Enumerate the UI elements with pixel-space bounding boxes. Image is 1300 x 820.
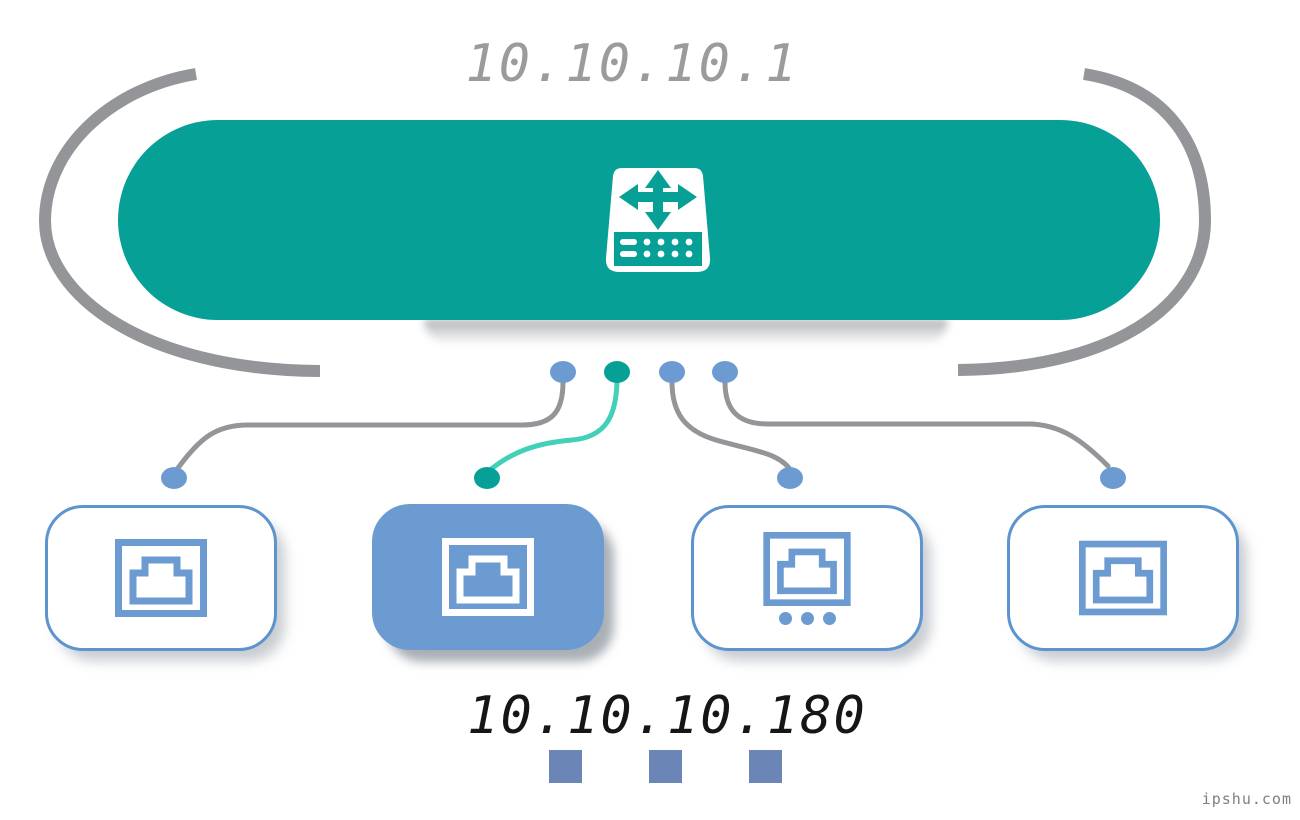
connector-curve-1 xyxy=(175,379,566,471)
decoration-square-2 xyxy=(649,750,682,783)
switch-arrows-icon xyxy=(619,170,697,230)
ethernet-port-icon xyxy=(115,539,207,617)
left-bracket-arc xyxy=(38,68,321,377)
connector-curve-3 xyxy=(669,379,792,471)
device-link-dot-4 xyxy=(1100,467,1126,489)
device-ip-label: 10.10.10.180 xyxy=(467,686,867,746)
network-switch-icon xyxy=(605,168,711,272)
device-link-dot-2-active xyxy=(474,467,500,489)
device-link-dot-1 xyxy=(161,467,187,489)
ethernet-port-icon xyxy=(763,531,851,606)
connector-curve-4 xyxy=(722,379,1111,469)
router-port-dot-2-active xyxy=(604,361,630,383)
router-pill-shadow xyxy=(424,319,948,345)
router-port-dot-1 xyxy=(550,361,576,383)
connector-curve-2-active xyxy=(487,379,620,473)
switch-port-panel xyxy=(614,232,702,266)
device-link-dot-3 xyxy=(777,467,803,489)
router-port-dot-4 xyxy=(712,361,738,383)
router-port-dot-3 xyxy=(659,361,685,383)
device-box-1 xyxy=(45,505,277,651)
device-box-3 xyxy=(691,505,923,651)
device-box-4 xyxy=(1007,505,1239,651)
decoration-square-3 xyxy=(749,750,782,783)
ethernet-port-icon xyxy=(442,538,534,616)
decoration-square-1 xyxy=(549,750,582,783)
watermark: ipshu.com xyxy=(1201,790,1292,808)
ethernet-port-icon xyxy=(1079,540,1167,616)
more-devices-ellipsis-icon xyxy=(778,611,836,625)
gateway-ip-label: 10.10.10.1 xyxy=(465,34,799,94)
device-box-2-active xyxy=(372,504,604,650)
right-bracket-arc xyxy=(957,68,1212,376)
